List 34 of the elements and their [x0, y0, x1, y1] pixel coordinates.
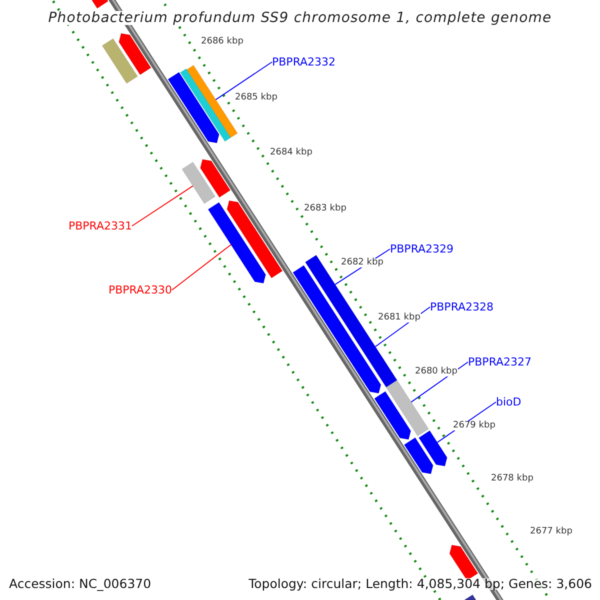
gene-label: PBPRA2331: [68, 220, 132, 232]
tick-label: 2681 kbp: [377, 314, 422, 322]
gene-block: [404, 437, 434, 474]
gene-label: PBPRA2332: [272, 56, 336, 68]
gene-block: [180, 68, 231, 142]
leader-line: [132, 185, 194, 226]
gene-block: [118, 33, 152, 76]
gene-label: bioD: [496, 396, 522, 408]
gene-block: [182, 162, 216, 204]
gene-block: [200, 159, 231, 198]
genome-summary-text: Topology: circular; Length: 4,085,304 bp; Genes: 3,606: [248, 578, 592, 590]
gene-block: [208, 202, 266, 284]
tick-label: 2683 kbp: [303, 204, 348, 214]
gene-block: [386, 380, 429, 436]
tick-label: 2685 kbp: [234, 94, 278, 102]
gene-label: PBPRA2330: [108, 284, 172, 296]
accession-text: Accession: NC_006370: [9, 578, 152, 590]
tick-label: 2679 kbp: [452, 422, 496, 430]
tick-label: 2684 kbp: [269, 148, 314, 158]
gene-label: PBPRA2327: [468, 356, 532, 368]
gene-block: [226, 200, 283, 278]
tick-label: 2677 kbp: [529, 528, 574, 536]
tick-label: 2680 kbp: [414, 368, 458, 376]
tick-label: 2678 kbp: [490, 474, 534, 484]
gene-block: [418, 430, 448, 466]
leader-line: [172, 244, 232, 290]
gene-label: PBPRA2329: [390, 244, 454, 254]
leader-line: [215, 62, 272, 100]
gene-label: PBPRA2328: [430, 302, 494, 312]
tick-label: 2682 kbp: [340, 258, 384, 268]
gene-block: [168, 72, 220, 144]
tick-label: 2686 kbp: [200, 38, 244, 46]
gene-block: [374, 391, 412, 440]
gene-block: [102, 38, 138, 84]
